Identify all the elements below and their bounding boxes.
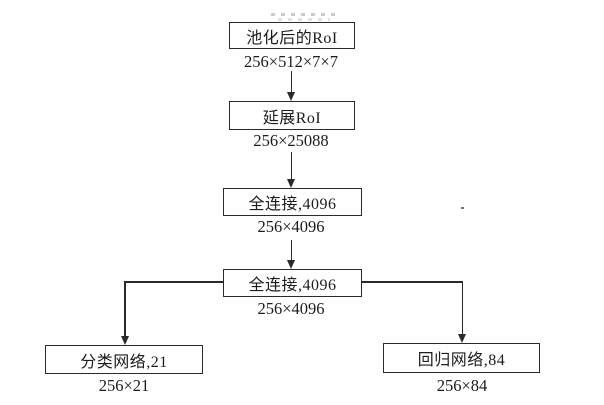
arrowhead-fc2 xyxy=(286,260,295,269)
connector-pooled-to-flatten xyxy=(290,71,293,93)
node-fc1: 全连接,4096 xyxy=(223,188,362,216)
node-classification: 分类网络,21 xyxy=(45,345,203,374)
connector-fc2-to-regression xyxy=(461,281,464,335)
dim-label-flatten-roi: 256×25088 xyxy=(253,131,329,150)
arrowhead-regression xyxy=(458,334,466,343)
dim-label-regression: 256×84 xyxy=(436,376,488,395)
node-pooled-roi: 池化后的RoI xyxy=(229,22,355,49)
connector-fc2-left-horizontal xyxy=(124,281,224,283)
connector-flatten-to-fc1 xyxy=(290,152,293,180)
arrowhead-fc1 xyxy=(286,179,295,188)
scan-artifact-top-2 xyxy=(278,18,330,21)
dim-label-fc2: 256×4096 xyxy=(257,299,325,318)
scan-artifact-top xyxy=(271,13,341,16)
connector-fc1-to-fc2 xyxy=(290,240,293,261)
arrowhead-flatten-roi xyxy=(286,92,295,101)
dim-label-fc1: 256×4096 xyxy=(257,217,325,236)
dim-label-pooled-roi: 256×512×7×7 xyxy=(244,52,338,71)
arrowhead-classification xyxy=(120,336,129,345)
connector-fc2-right-horizontal xyxy=(361,281,463,283)
node-fc2: 全连接,4096 xyxy=(223,269,362,297)
node-regression: 回归网络,84 xyxy=(383,343,540,373)
dim-label-classification: 256×21 xyxy=(98,376,150,395)
node-flatten-roi: 延展RoI xyxy=(229,101,355,130)
scan-artifact-speck xyxy=(461,207,464,209)
connector-fc2-to-classification xyxy=(124,281,126,337)
